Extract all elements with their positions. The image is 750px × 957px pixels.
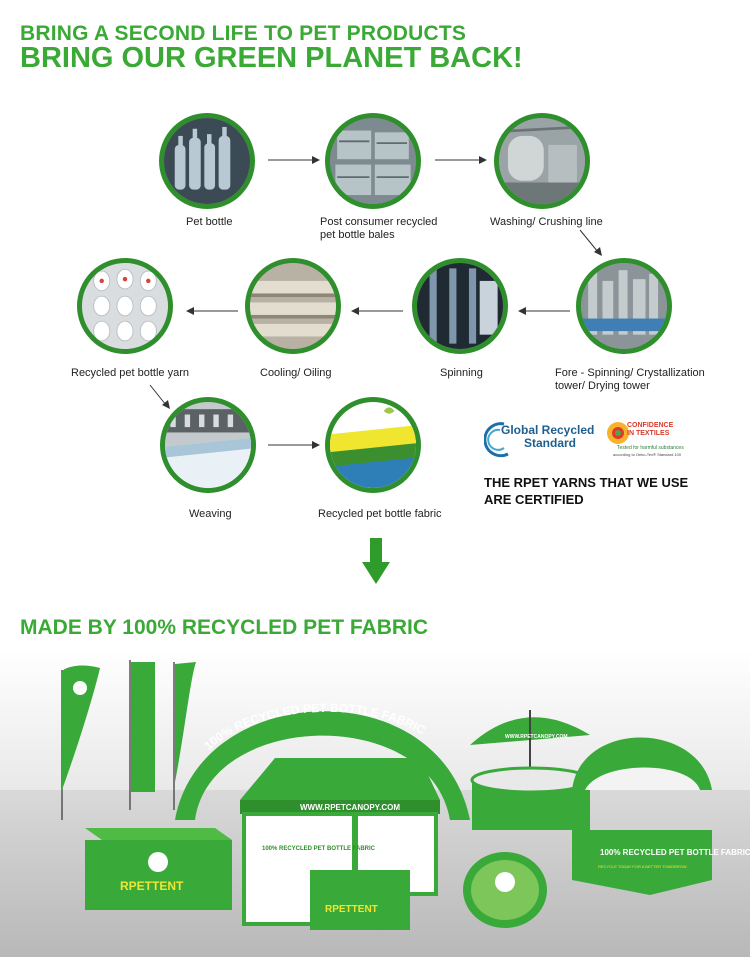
arrow-left-2 [351, 307, 403, 315]
umbrella-url-text: WWW.RPETCANOPY.COM [505, 734, 568, 740]
oeko-tex-logo: CONFIDENCE IN TEXTILES Tested for harmfu… [605, 418, 695, 466]
table-cover-left: RPETTENT [85, 828, 232, 910]
rectangle-flag [129, 660, 155, 810]
step-bales [325, 113, 525, 209]
grs-logo: Global Recycled Standard [484, 418, 595, 466]
step-label-weaving: Weaving [189, 508, 232, 520]
popup-a-frame [463, 852, 547, 928]
weaving-photo [160, 397, 256, 493]
step-label-bales: Post consumer recycled pet bottle bales [320, 216, 438, 241]
grs-swirl-icon [484, 422, 509, 458]
step-yarn [77, 258, 277, 354]
washing-photo [494, 113, 590, 209]
oeko-line-3: Tested for harmful substances [617, 445, 684, 451]
headline-line-1: BRING A SECOND LIFE TO PET PRODUCTS [20, 22, 467, 45]
product-scene: 100% RECYCLED PET BOTTLE FABRIC WWW.RPET… [0, 650, 750, 957]
cooling-photo [245, 258, 341, 354]
made-by-heading: MADE BY 100% RECYCLED PET FABRIC [20, 616, 429, 639]
step-spinning [412, 258, 612, 354]
oeko-line-2: IN TEXTILES [627, 430, 670, 437]
table-cover-center: RPETTENT [310, 870, 410, 930]
dome-kiosk: 100% RECYCLED PET BOTTLE FABRIC RECYCLE … [572, 737, 750, 895]
step-label-cooling: Cooling/ Oiling [260, 367, 332, 379]
step-washing [494, 113, 694, 209]
tent-side-text: 100% RECYCLED PET BOTTLE FABRIC [262, 846, 376, 852]
oeko-flower-icon [607, 422, 629, 444]
arrow-diagonal-2 [149, 384, 170, 409]
step-label-pet-bottle: Pet bottle [186, 216, 233, 228]
headline-line-2: BRING OUR GREEN PLANET BACK! [20, 42, 523, 74]
step-label-fabric: Recycled pet bottle fabric [318, 508, 442, 520]
step-cooling [245, 258, 445, 354]
spinning-photo [412, 258, 508, 354]
kiosk-small-text: RECYCLE TODAY FOR A BETTER TOMORROW [598, 864, 687, 869]
bales-photo [325, 113, 421, 209]
arrow-left-1 [518, 307, 570, 315]
step-label-washing: Washing/ Crushing line [490, 216, 603, 228]
certified-statement: THE RPET YARNS THAT WE USE ARE CERTIFIED [484, 475, 689, 507]
arrow-right-1 [268, 156, 320, 164]
step-label-spinning: Spinning [440, 367, 483, 379]
step-fore-spinning [576, 258, 750, 354]
oeko-line-1: CONFIDENCE [627, 422, 674, 429]
step-weaving [160, 397, 360, 493]
pet-bottle-photo [159, 113, 255, 209]
feather-flag [61, 665, 100, 820]
step-pet-bottle [159, 113, 359, 209]
yarn-photo [77, 258, 173, 354]
arrow-diagonal-1 [579, 229, 602, 256]
tent-url-text: WWW.RPETCANOPY.COM [300, 803, 400, 812]
teardrop-flag [173, 662, 196, 810]
grs-line-1: Global Recycled [501, 423, 595, 437]
arrow-right-2 [435, 156, 487, 164]
arch-banner [175, 711, 470, 820]
fabric-photo [325, 397, 421, 493]
fore-spinning-photo [576, 258, 672, 354]
down-arrow-icon [362, 538, 390, 584]
arrow-right-3 [268, 441, 320, 449]
step-fabric [325, 397, 525, 493]
step-label-fore-spinning: Fore - Spinning/ Crystallization tower/ … [555, 367, 705, 392]
table-brand-text: RPETTENT [120, 879, 184, 893]
table-brand-text-2: RPETTENT [325, 904, 378, 915]
kiosk-text: 100% RECYCLED PET BOTTLE FABRIC [600, 848, 750, 857]
grs-line-2: Standard [524, 436, 577, 450]
step-label-yarn: Recycled pet bottle yarn [71, 367, 190, 379]
arrow-left-3 [186, 307, 238, 315]
oeko-line-4: according to Oeko-Tex® Standard 100 [613, 452, 682, 457]
